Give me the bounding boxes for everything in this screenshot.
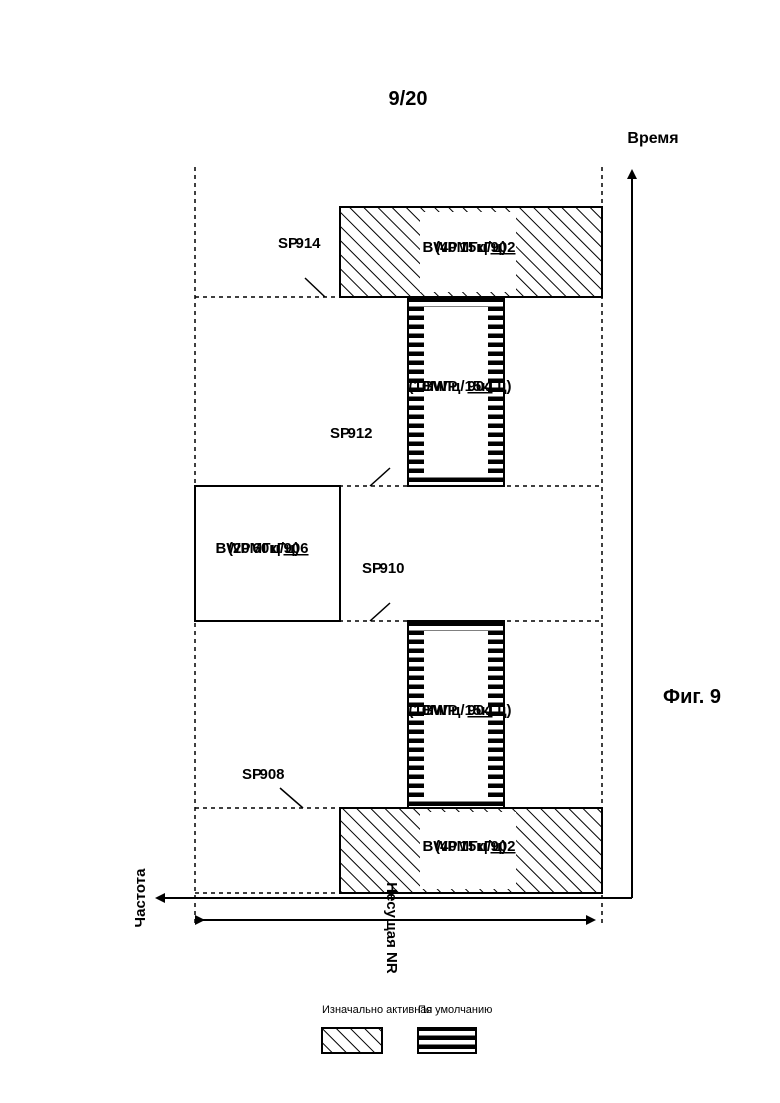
leader-line bbox=[305, 278, 325, 297]
time-axis-label: Время bbox=[627, 130, 678, 147]
bwp-ref: 904 bbox=[467, 378, 493, 395]
switch-point-910: SP 910 bbox=[362, 560, 405, 621]
legend-text-initial: Изначально активная bbox=[322, 1004, 432, 1016]
bwp-904-default-1: BWP (10МГц/15кГц) 904 bbox=[408, 621, 511, 808]
figure-9: 9/20 BWP (40МГц/ 15кГц) 902 BWP (10МГц/1… bbox=[132, 88, 721, 1053]
legend-label-initial: Изначально активная bbox=[322, 1004, 432, 1016]
legend: Изначально активная По умолчанию bbox=[322, 1004, 492, 1053]
legend-text-default: По умолчанию bbox=[418, 1004, 492, 1016]
bwp-906: BWP (20МГц/ 60кГц) 906 bbox=[195, 486, 340, 621]
switch-point-908: SP 908 bbox=[242, 766, 303, 808]
legend-swatch-striped bbox=[418, 1028, 476, 1053]
sp-ref: 908 bbox=[259, 766, 284, 783]
leader-line bbox=[280, 788, 303, 808]
sp-ref: 910 bbox=[379, 560, 404, 577]
frequency-axis-label: Частота bbox=[132, 868, 149, 928]
bwp-ref: 906 bbox=[283, 540, 308, 557]
sp-ref: 912 bbox=[347, 425, 372, 442]
bwp-904-default-2: BWP (10МГц/15кГц) 904 bbox=[408, 297, 511, 486]
bwp-902-return: BWP (40МГц/ 15кГц) 902 bbox=[340, 207, 602, 297]
leader-line bbox=[370, 603, 390, 621]
bwp-bandwidth: (10МГц/15кГц) bbox=[409, 702, 512, 719]
bwp-ref: 904 bbox=[467, 702, 493, 719]
page-number: 9/20 bbox=[389, 88, 428, 110]
legend-swatch-hatched bbox=[322, 1028, 382, 1053]
bwp-bandwidth: (10МГц/15кГц) bbox=[409, 378, 512, 395]
bwp-ref: 902 bbox=[490, 239, 515, 256]
leader-line bbox=[370, 468, 390, 486]
figure-caption: Фиг. 9 bbox=[663, 686, 721, 708]
bwp-902-initial: BWP (40МГц/ 15кГц) 902 bbox=[340, 808, 602, 893]
bwp-ref: 902 bbox=[490, 838, 515, 855]
switch-point-912: SP 912 bbox=[330, 425, 390, 486]
sp-ref: 914 bbox=[295, 235, 321, 252]
switch-point-914: SP 914 bbox=[278, 235, 325, 297]
carrier-label: Несущая NR bbox=[383, 882, 400, 974]
